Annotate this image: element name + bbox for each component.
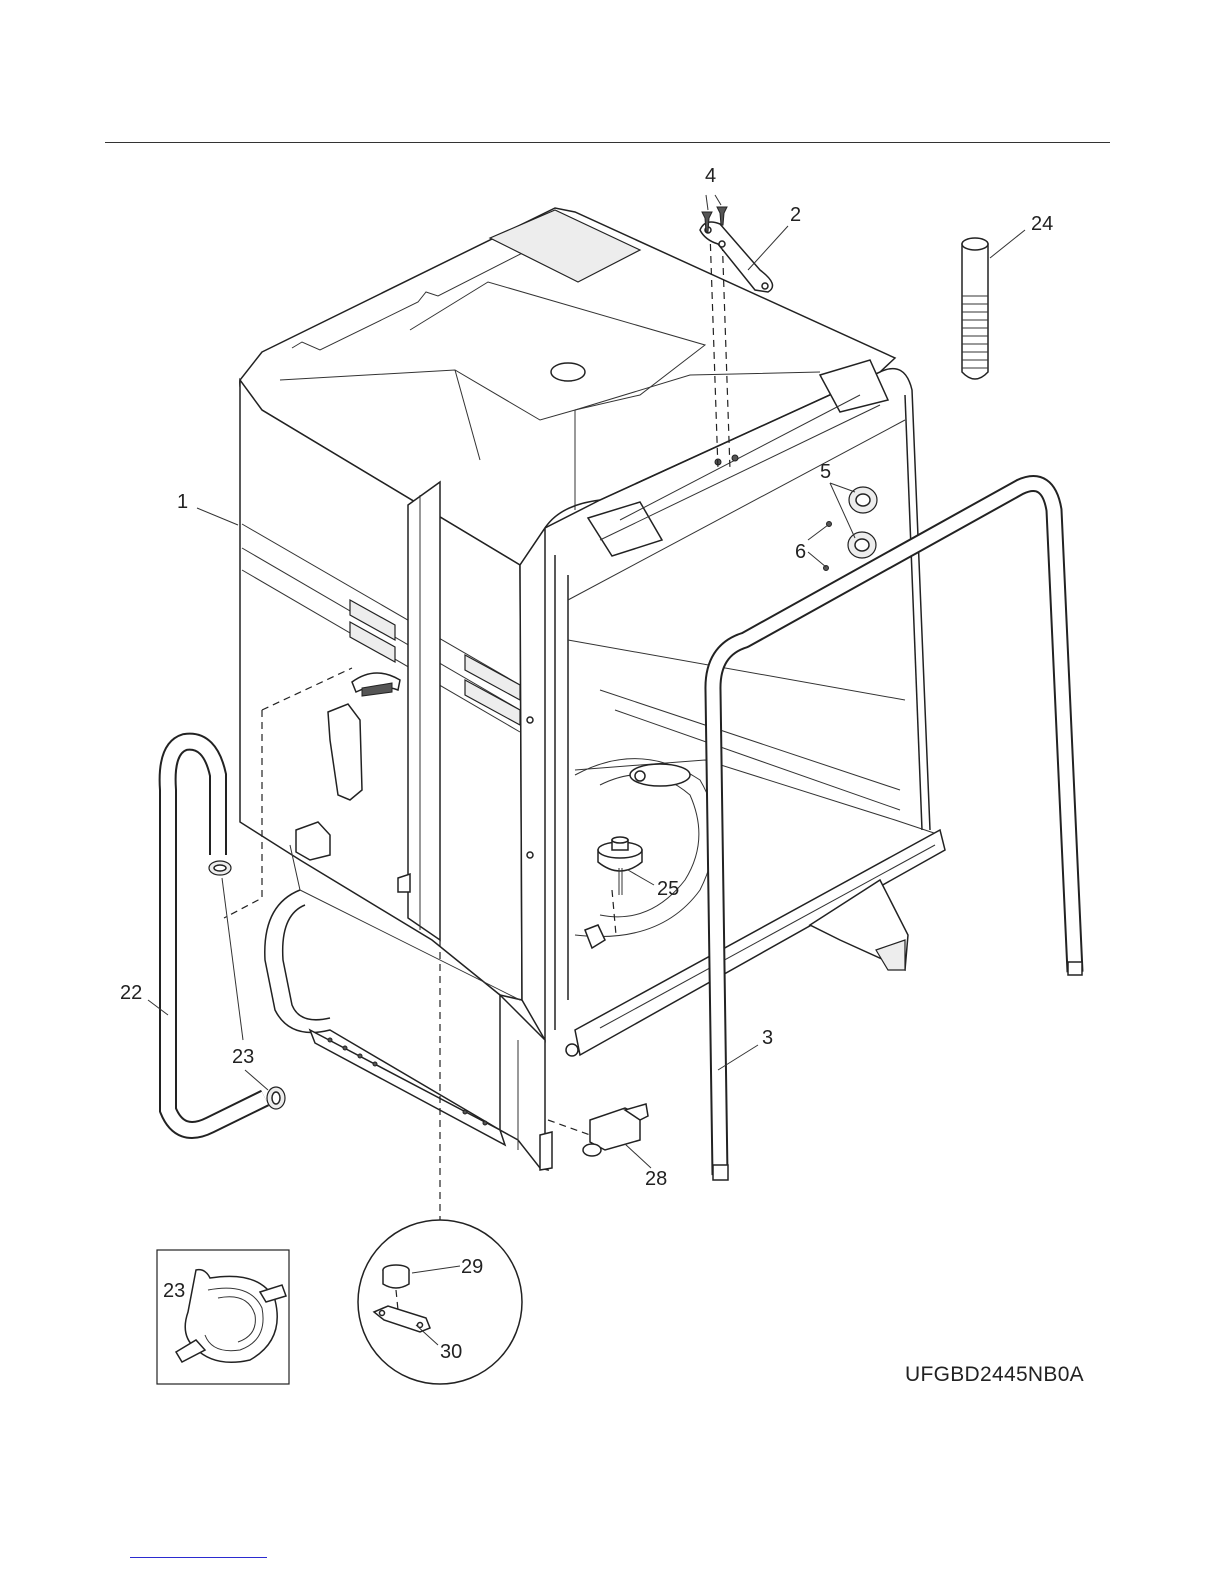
callout-25: 25: [657, 878, 679, 900]
footer-link-underline[interactable]: [130, 1557, 267, 1558]
hose-clamp-part-23-lower: [267, 1087, 285, 1109]
callout-1: 1: [177, 491, 188, 513]
callout-28: 28: [645, 1168, 667, 1190]
callout-22: 22: [120, 982, 142, 1004]
callout-3: 3: [762, 1027, 773, 1049]
callout-23-inset: 23: [163, 1280, 185, 1302]
hose-adapter-part-24: [962, 238, 988, 379]
switch-part-28: [583, 1104, 648, 1156]
callout-30: 30: [440, 1341, 462, 1363]
model-code: UFGBD2445NB0A: [905, 1363, 1084, 1387]
callout-29: 29: [461, 1256, 483, 1278]
plugs-part-5: [848, 487, 877, 558]
screws-part-6: [824, 522, 832, 571]
top-port: [551, 363, 585, 381]
clamp-detail-inset: [157, 1250, 289, 1384]
callout-4: 4: [705, 165, 716, 187]
float-part-25: [585, 837, 642, 948]
callout-24: 24: [1031, 213, 1053, 235]
callout-5: 5: [820, 461, 831, 483]
callout-2: 2: [790, 204, 801, 226]
door-gasket-part-3: [713, 484, 1082, 1180]
hose-clamp-part-23-upper: [209, 861, 231, 875]
callout-6: 6: [795, 541, 806, 563]
callout-23: 23: [232, 1046, 254, 1068]
dishwasher-tub: [240, 208, 945, 1170]
